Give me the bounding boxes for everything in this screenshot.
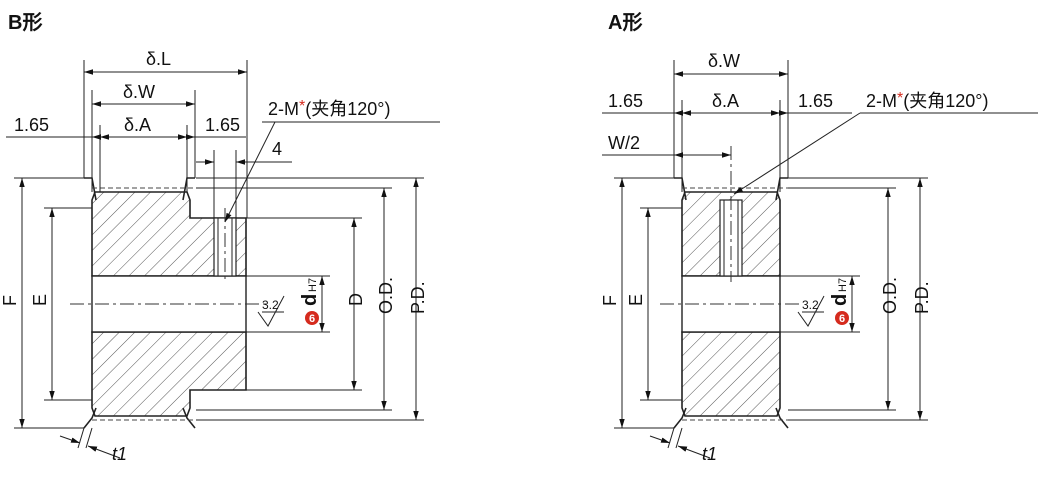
dim-t1: t1 [112,444,127,464]
dim-delta-a: δ.A [712,91,739,111]
bore-mark-circle [835,311,849,325]
dim-flange-left: 1.65 [14,115,49,135]
dim-delta-w: δ.W [708,51,740,71]
flange-left-bottom [83,407,97,429]
dim-e: E [626,294,646,306]
hub-body-bottom [681,331,781,417]
drawing-a: δ.W 1.65 δ.A 1.65 W/2 2-M*(夹角120°) F E O… [600,51,1038,464]
bore-mark: 6 [309,313,315,325]
dim-flange-left: 1.65 [608,91,643,111]
tap-note: 2-M*(夹角120°) [268,98,390,119]
dim-f: F [600,295,620,306]
dim-e: E [30,294,50,306]
dim-delta-w: δ.W [123,82,155,102]
hub-body-bottom [91,331,247,417]
bore-mark-circle [305,311,319,325]
figure-title: A形 [608,12,643,34]
dim-od: O.D. [376,277,396,314]
roughness-symbol [257,295,285,327]
bore-tol: H7 [837,278,849,292]
figure-title: B形 [8,12,43,34]
dim-flange-right: 1.65 [205,115,240,135]
dim-pd: P.D. [408,281,428,314]
flange-left-bottom [673,407,687,429]
bore-mark: 6 [839,313,845,325]
dim-od: O.D. [880,277,900,314]
dim-delta-a: δ.A [124,115,151,135]
dim-half-w: W/2 [608,133,640,153]
bore-d: d [829,294,851,306]
figure-b-type: B形 [0,0,520,479]
dim-f: F [0,295,20,306]
dim-pd: P.D. [912,281,932,314]
roughness-symbol [797,295,825,327]
dim-boss-4: 4 [272,139,282,159]
roughness-value: 3.2 [262,298,279,312]
drawing-b: δ.L δ.W 1.65 δ.A 1.65 4 2-M*(夹角120°) F E [0,49,440,464]
flange-right-bottom [775,407,789,429]
dim-flange-right: 1.65 [798,91,833,111]
bore-tol: H7 [307,278,319,292]
figure-a-type: A形 δ.W [540,0,1044,479]
roughness-value: 3.2 [802,298,819,312]
flange-right-bottom [182,407,196,429]
dim-t1: t1 [702,444,717,464]
dim-d: D [346,293,366,306]
bore-d: d [299,294,321,306]
dim-delta-l: δ.L [146,49,171,69]
tap-note: 2-M*(夹角120°) [866,90,988,111]
